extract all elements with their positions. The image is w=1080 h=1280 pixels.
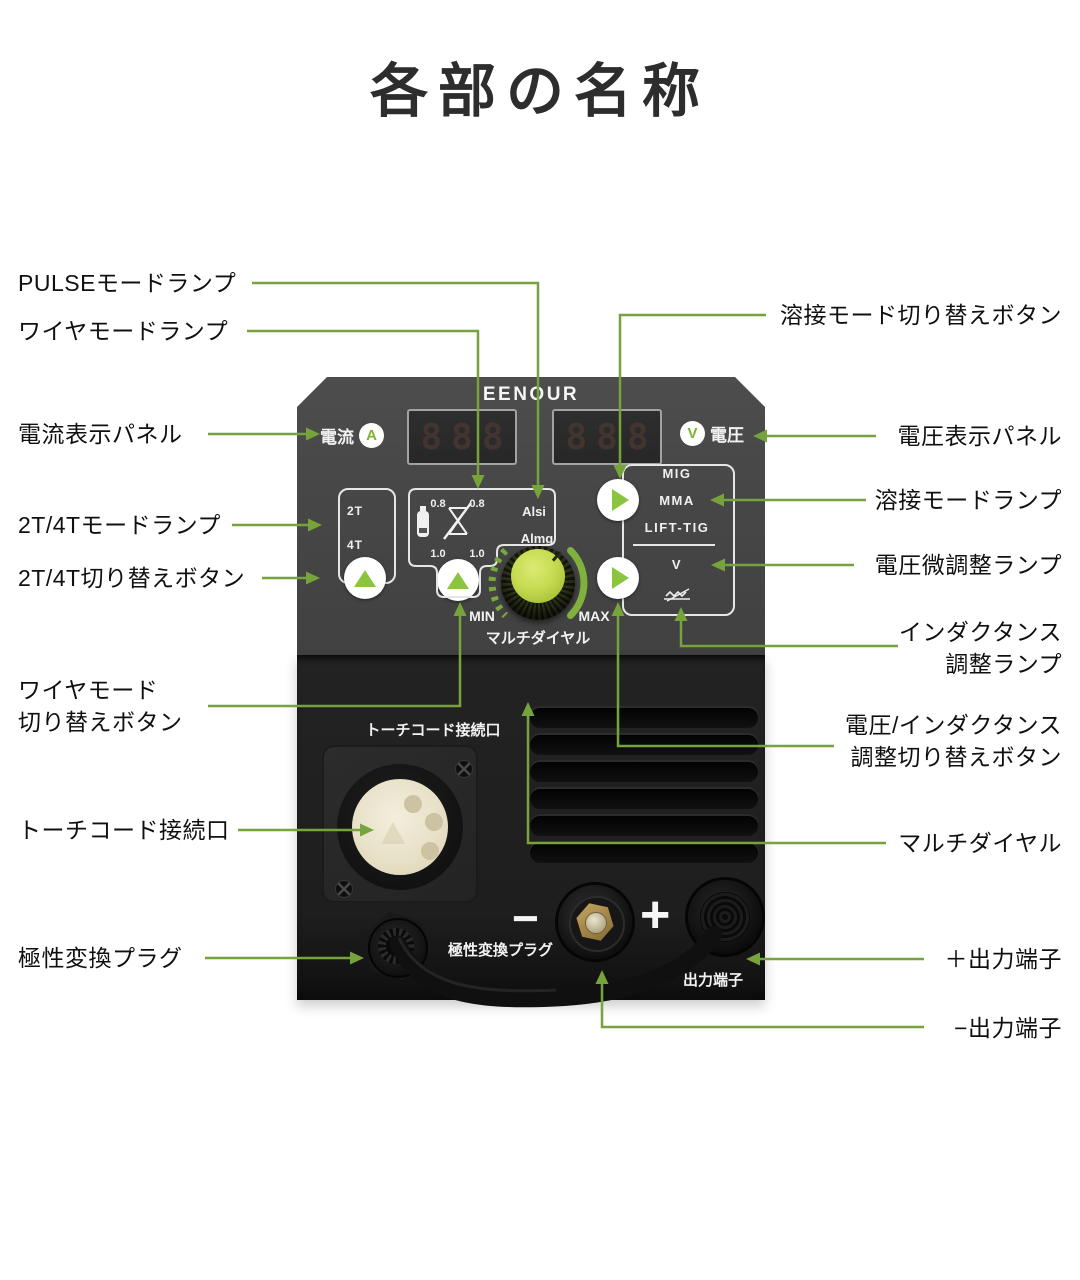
polarity-plug-cap — [386, 936, 406, 956]
up-triangle-icon — [354, 569, 376, 587]
dial-min-label: MIN — [469, 608, 495, 624]
ampere-badge: A — [359, 423, 384, 448]
socket-pin-hole — [404, 795, 422, 813]
callout-t-mode-lamp: 2T/4Tモードランプ — [18, 512, 221, 538]
vent-slot — [530, 762, 758, 782]
page-title: 各部の名称 — [369, 59, 710, 124]
dial-print-label: マルチダイヤル — [485, 630, 591, 647]
weld-mode-button[interactable] — [597, 479, 639, 521]
vent-slot — [530, 843, 758, 863]
current-label: 電流 — [320, 428, 354, 447]
socket-pin-hole — [425, 813, 443, 831]
inductance-icon — [664, 588, 690, 602]
dial-max-label: MAX — [578, 608, 610, 624]
brass-bolt — [585, 912, 607, 934]
torch-print-label: トーチコード接続口 — [365, 722, 501, 739]
volt-badge: V — [680, 421, 705, 446]
minus-print: − — [512, 892, 539, 944]
socket-pin-hole — [421, 842, 439, 860]
right-triangle-icon — [611, 489, 629, 511]
callout-weld-mode-button: 溶接モード切り替えボタン — [780, 302, 1062, 328]
callout-volt-fine-lamp: 電圧微調整ランプ — [874, 552, 1062, 578]
t-mode-button[interactable] — [344, 557, 386, 599]
callout-wire-lamp: ワイヤモードランプ — [18, 318, 229, 344]
callout-minus-output: −出力端子 — [954, 1015, 1062, 1041]
callout-t-switch-button: 2T/4T切り替えボタン — [18, 565, 246, 591]
callout-volt-ind-button: 電圧/インダクタンス 調整切り替えボタン — [844, 712, 1062, 770]
mode-lifttig-label: LIFT-TIG — [644, 520, 710, 535]
callout-plus-output: ＋出力端子 — [944, 946, 1062, 972]
plus-terminal-socket — [700, 892, 750, 942]
vent-slot — [530, 816, 758, 836]
callout-inductance-lamp: インダクタンス 調整ランプ — [898, 619, 1062, 677]
screw-icon — [335, 880, 353, 898]
callout-wire-switch-button: ワイヤモード 切り替えボタン — [18, 677, 183, 735]
vent-grille — [530, 708, 758, 870]
output-print-label: 出力端子 — [682, 972, 743, 989]
vent-slot — [530, 789, 758, 809]
right-triangle-icon — [611, 567, 629, 589]
mode-mig-label: MIG — [662, 466, 692, 481]
wire-mode-button[interactable] — [437, 559, 479, 601]
voltage-display: 888 — [552, 409, 662, 465]
t2-label: 2T — [347, 504, 364, 518]
callout-torch-connector: トーチコード接続口 — [18, 817, 230, 843]
volt-ind-button[interactable] — [597, 557, 639, 599]
callout-weld-mode-lamp: 溶接モードランプ — [874, 487, 1062, 513]
current-display: 888 — [407, 409, 517, 465]
plus-print: + — [640, 886, 671, 944]
volt-symbol-label: V — [671, 557, 683, 572]
mode-mma-label: MMA — [659, 493, 695, 508]
voltage-label: 電圧 — [710, 426, 744, 445]
callout-current-panel: 電流表示パネル — [18, 421, 183, 447]
current-display-group: 電流 A — [320, 423, 384, 448]
vent-slot — [530, 735, 758, 755]
voltage-display-group: V 電圧 — [680, 421, 744, 446]
vent-slot — [530, 708, 758, 728]
up-triangle-icon — [447, 571, 469, 589]
polarity-print-label: 極性変換プラグ — [448, 942, 554, 959]
mode-box-divider — [633, 544, 715, 546]
t4-label: 4T — [347, 538, 364, 552]
brand-logo: EENOUR — [482, 384, 580, 405]
callout-voltage-panel: 電圧表示パネル — [897, 423, 1062, 449]
screw-icon — [455, 760, 473, 778]
callout-polarity-plug: 極性変換プラグ — [18, 945, 183, 971]
callout-multi-dial: マルチダイヤル — [898, 830, 1062, 856]
callout-pulse-lamp: PULSEモードランプ — [18, 270, 237, 296]
